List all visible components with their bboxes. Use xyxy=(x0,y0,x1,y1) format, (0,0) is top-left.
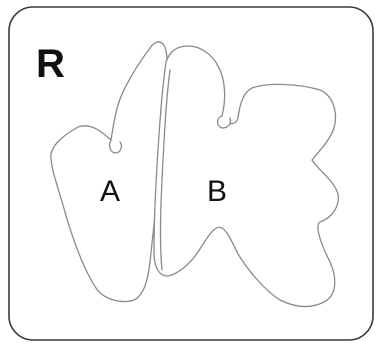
piece-b-notch xyxy=(216,115,232,129)
piece-b-inner-seam xyxy=(159,69,171,271)
corner-letter: R xyxy=(36,42,65,86)
piece-a-label: A xyxy=(100,175,120,208)
piece-a-outline xyxy=(50,41,168,303)
piece-b-label: B xyxy=(207,175,227,208)
piece-a-notch xyxy=(108,139,122,154)
